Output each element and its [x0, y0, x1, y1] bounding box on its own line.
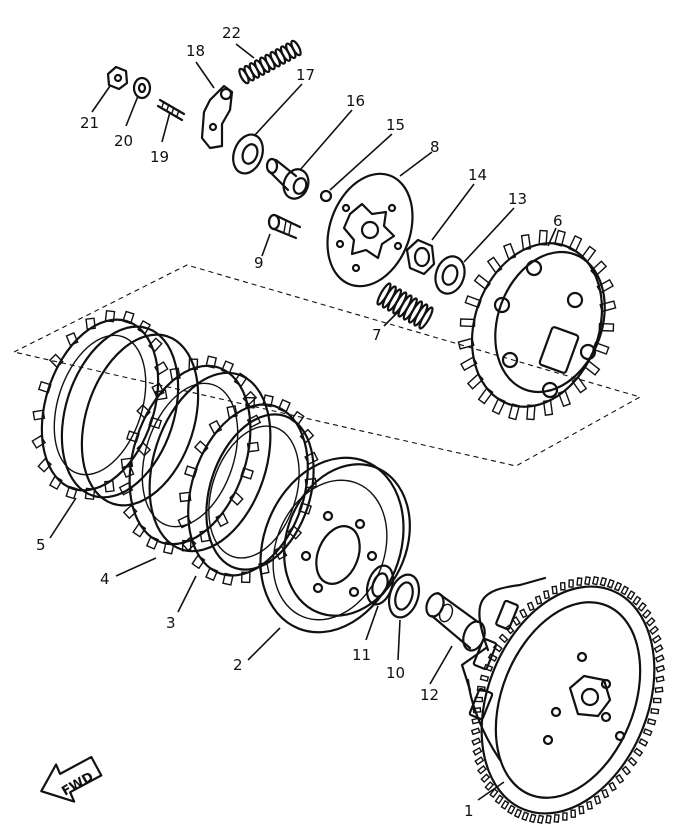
- leader-17: [253, 83, 303, 137]
- part-8-spring-plate: [326, 172, 414, 288]
- leader-11: [365, 605, 379, 641]
- fwd-label: FWD: [59, 769, 96, 799]
- leader-5: [49, 497, 77, 539]
- callout-22: 22: [222, 24, 241, 42]
- callout-12: 12: [420, 686, 439, 704]
- part-17-oil-seal: [232, 133, 264, 175]
- leader-13: [463, 207, 515, 263]
- part-16-push-lever-cam: [265, 157, 310, 200]
- part-1-clutch-housing: [460, 576, 666, 824]
- part-22-spring: [238, 39, 302, 85]
- callout-10: 10: [386, 664, 405, 682]
- part-12-sleeve: [425, 591, 486, 652]
- leader-18: [195, 61, 215, 89]
- leader-9: [261, 233, 271, 257]
- part-18-push-lever: [200, 84, 234, 150]
- gear-teeth: [470, 576, 666, 824]
- part-13-washer: [434, 255, 466, 295]
- leader-10: [397, 619, 401, 661]
- callout-7: 7: [372, 326, 382, 344]
- part-2-clutch-boss: [259, 456, 411, 634]
- callout-15: 15: [386, 116, 405, 134]
- callout-13: 13: [508, 190, 527, 208]
- fwd-arrow-icon: FWD: [40, 755, 103, 803]
- callout-19: 19: [150, 148, 169, 166]
- part-6-pressure-plate: [457, 229, 617, 421]
- leader-12: [429, 645, 453, 685]
- leader-22: [235, 43, 255, 59]
- callout-14: 14: [468, 166, 487, 184]
- part-9-bolt: [267, 213, 302, 240]
- leader-2: [247, 627, 281, 661]
- callout-18: 18: [186, 42, 205, 60]
- callout-6: 6: [553, 212, 563, 230]
- callout-17: 17: [296, 66, 315, 84]
- callout-20: 20: [114, 132, 133, 150]
- assembly-boundary: [12, 264, 642, 467]
- callout-4: 4: [100, 570, 110, 588]
- callout-8: 8: [430, 138, 440, 156]
- part-4-clutch-plates: [118, 355, 272, 555]
- callout-1: 1: [464, 802, 474, 820]
- part-10-washer: [387, 573, 421, 619]
- part-21-nut: [106, 65, 129, 91]
- callout-2: 2: [233, 656, 243, 674]
- callout-11: 11: [352, 646, 371, 664]
- leader-3: [177, 575, 197, 613]
- leader-6: [547, 227, 557, 247]
- leader-21: [91, 85, 111, 113]
- part-15-ball: [319, 189, 333, 203]
- callout-16: 16: [346, 92, 365, 110]
- leader-15: [329, 133, 393, 191]
- callout-5: 5: [36, 536, 46, 554]
- part-14-nut: [405, 238, 436, 276]
- leader-16: [299, 109, 353, 171]
- leader-7: [383, 309, 401, 327]
- part-20-washer: [132, 76, 152, 100]
- part-7-spring: [376, 282, 434, 330]
- part-5-friction-plates: [31, 310, 200, 507]
- leader-8: [399, 151, 433, 177]
- leader-14: [431, 183, 475, 241]
- leader-19: [161, 111, 171, 143]
- leader-1: [477, 781, 505, 801]
- leader-4: [115, 557, 157, 577]
- leader-20: [125, 95, 139, 127]
- part-19-screw: [156, 98, 186, 122]
- callout-3: 3: [166, 614, 176, 632]
- leader-lines: [49, 43, 557, 801]
- callout-9: 9: [254, 254, 264, 272]
- callout-labels: 1 2 3 4 5 6 7 8 9 10 11 12 13 14 15 16 1…: [36, 24, 563, 820]
- callout-21: 21: [80, 114, 99, 132]
